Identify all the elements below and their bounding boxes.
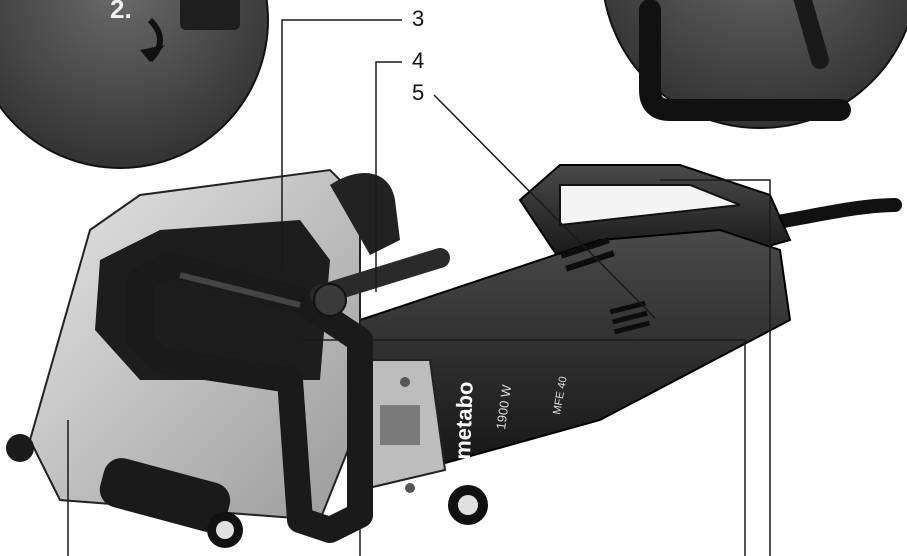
detail-circle-left xyxy=(0,0,269,169)
locking-lever xyxy=(310,248,450,317)
leader-line-3 xyxy=(281,19,402,270)
leader-line-rear-handle xyxy=(660,179,771,556)
guide-rollers xyxy=(6,434,488,548)
detail-circle-right xyxy=(603,0,907,129)
leader-lines xyxy=(67,19,771,556)
callout-number: 3 xyxy=(412,6,425,31)
callout-number: 5 xyxy=(412,80,425,105)
leader-line-4 xyxy=(375,61,402,292)
step-label: 2. xyxy=(110,0,132,24)
brand-logo: metabo xyxy=(450,381,478,460)
leader-line-front-handle xyxy=(300,339,746,556)
front-handle xyxy=(127,252,373,543)
power-rating-text: 1900 W xyxy=(493,383,514,430)
leader-line-5 xyxy=(433,94,656,319)
callout-number: 4 xyxy=(412,48,425,73)
